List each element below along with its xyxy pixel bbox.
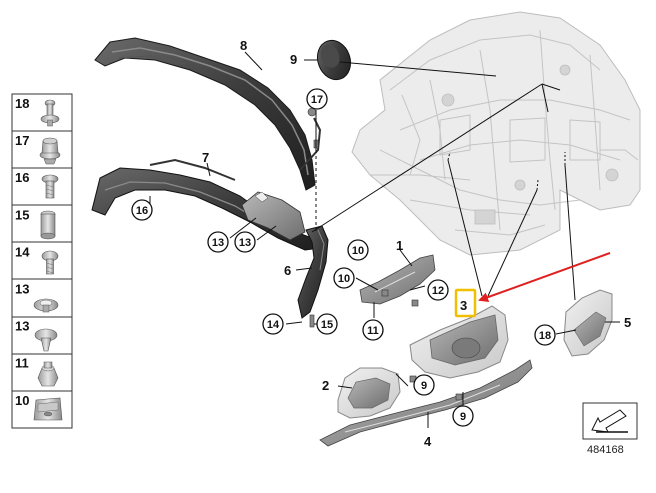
- label-6: 6: [284, 263, 291, 278]
- part-labels: 8 9 17 7 16 13 13 6 10 1 10 12 3 11 14 1…: [136, 38, 631, 449]
- label-12: 12: [432, 285, 444, 297]
- hex-nut-11-icon: [37, 361, 59, 387]
- leader-lines: [149, 51, 620, 428]
- fastener-dividers: [12, 130, 72, 392]
- label-13-a: 13: [212, 237, 224, 249]
- part-9-round-plug: [316, 39, 352, 81]
- label-2: 2: [322, 378, 329, 393]
- fastener-number-13: 13: [15, 319, 29, 334]
- label-16: 16: [136, 205, 148, 217]
- screw-16-icon: [41, 174, 59, 199]
- flange-nut-17-icon: [39, 137, 61, 165]
- part-3-heat-shield: [409, 305, 509, 379]
- fastener-number-14: 14: [15, 244, 30, 259]
- label-4: 4: [424, 434, 432, 449]
- label-18: 18: [539, 330, 551, 342]
- screw-14-icon: [41, 250, 59, 275]
- label-3: 3: [460, 298, 467, 313]
- part-5-bracket: [563, 289, 613, 357]
- fastener-number-11: 11: [15, 356, 29, 371]
- vehicle-body-front-frame: [351, 11, 641, 256]
- fastener-number-16: 16: [15, 170, 29, 185]
- part-4-underbody-cover: [319, 359, 533, 447]
- fastener-column: 18 17 16 15 14 13 13 11 10: [11, 93, 73, 429]
- rivet-18-icon: [40, 99, 60, 127]
- label-11: 11: [367, 325, 379, 337]
- spring-nut-10-icon: [33, 397, 63, 421]
- callout-circles: [131, 88, 556, 427]
- fastener-number-17: 17: [15, 133, 29, 148]
- part-8-wheel-arch-upper: [94, 37, 322, 191]
- label-1: 1: [396, 238, 403, 253]
- fastener-number-18: 18: [15, 96, 29, 111]
- label-14: 14: [267, 319, 280, 331]
- part-1-bracket: [359, 254, 436, 305]
- fastener-number-13: 13: [15, 282, 29, 297]
- highlight-box: [454, 288, 477, 318]
- diagram-fasteners: [307, 107, 463, 401]
- fastener-number-15: 15: [15, 207, 29, 222]
- label-15: 15: [321, 319, 333, 331]
- clip-13-alt-icon: [34, 328, 58, 352]
- clip-13-icon: [33, 298, 59, 313]
- sleeve-15-icon: [40, 210, 56, 240]
- reference-icon-box: 484168: [582, 402, 638, 456]
- label-13-b: 13: [239, 237, 251, 249]
- label-7: 7: [202, 150, 209, 165]
- part-2-heat-shield: [337, 367, 401, 419]
- part-6-vertical-strut: [297, 225, 329, 319]
- pointer-arrow: [478, 252, 611, 302]
- label-10-b: 10: [338, 273, 350, 285]
- reference-number: 484168: [587, 444, 624, 456]
- label-9-mid: 9: [421, 380, 427, 392]
- label-17: 17: [311, 94, 323, 106]
- label-8: 8: [240, 38, 247, 53]
- label-9-low: 9: [460, 411, 466, 423]
- label-10-a: 10: [352, 245, 364, 257]
- part-13-bracket: [241, 191, 306, 241]
- label-9-top: 9: [290, 52, 297, 67]
- label-5: 5: [624, 315, 631, 330]
- fastener-number-10: 10: [15, 393, 29, 408]
